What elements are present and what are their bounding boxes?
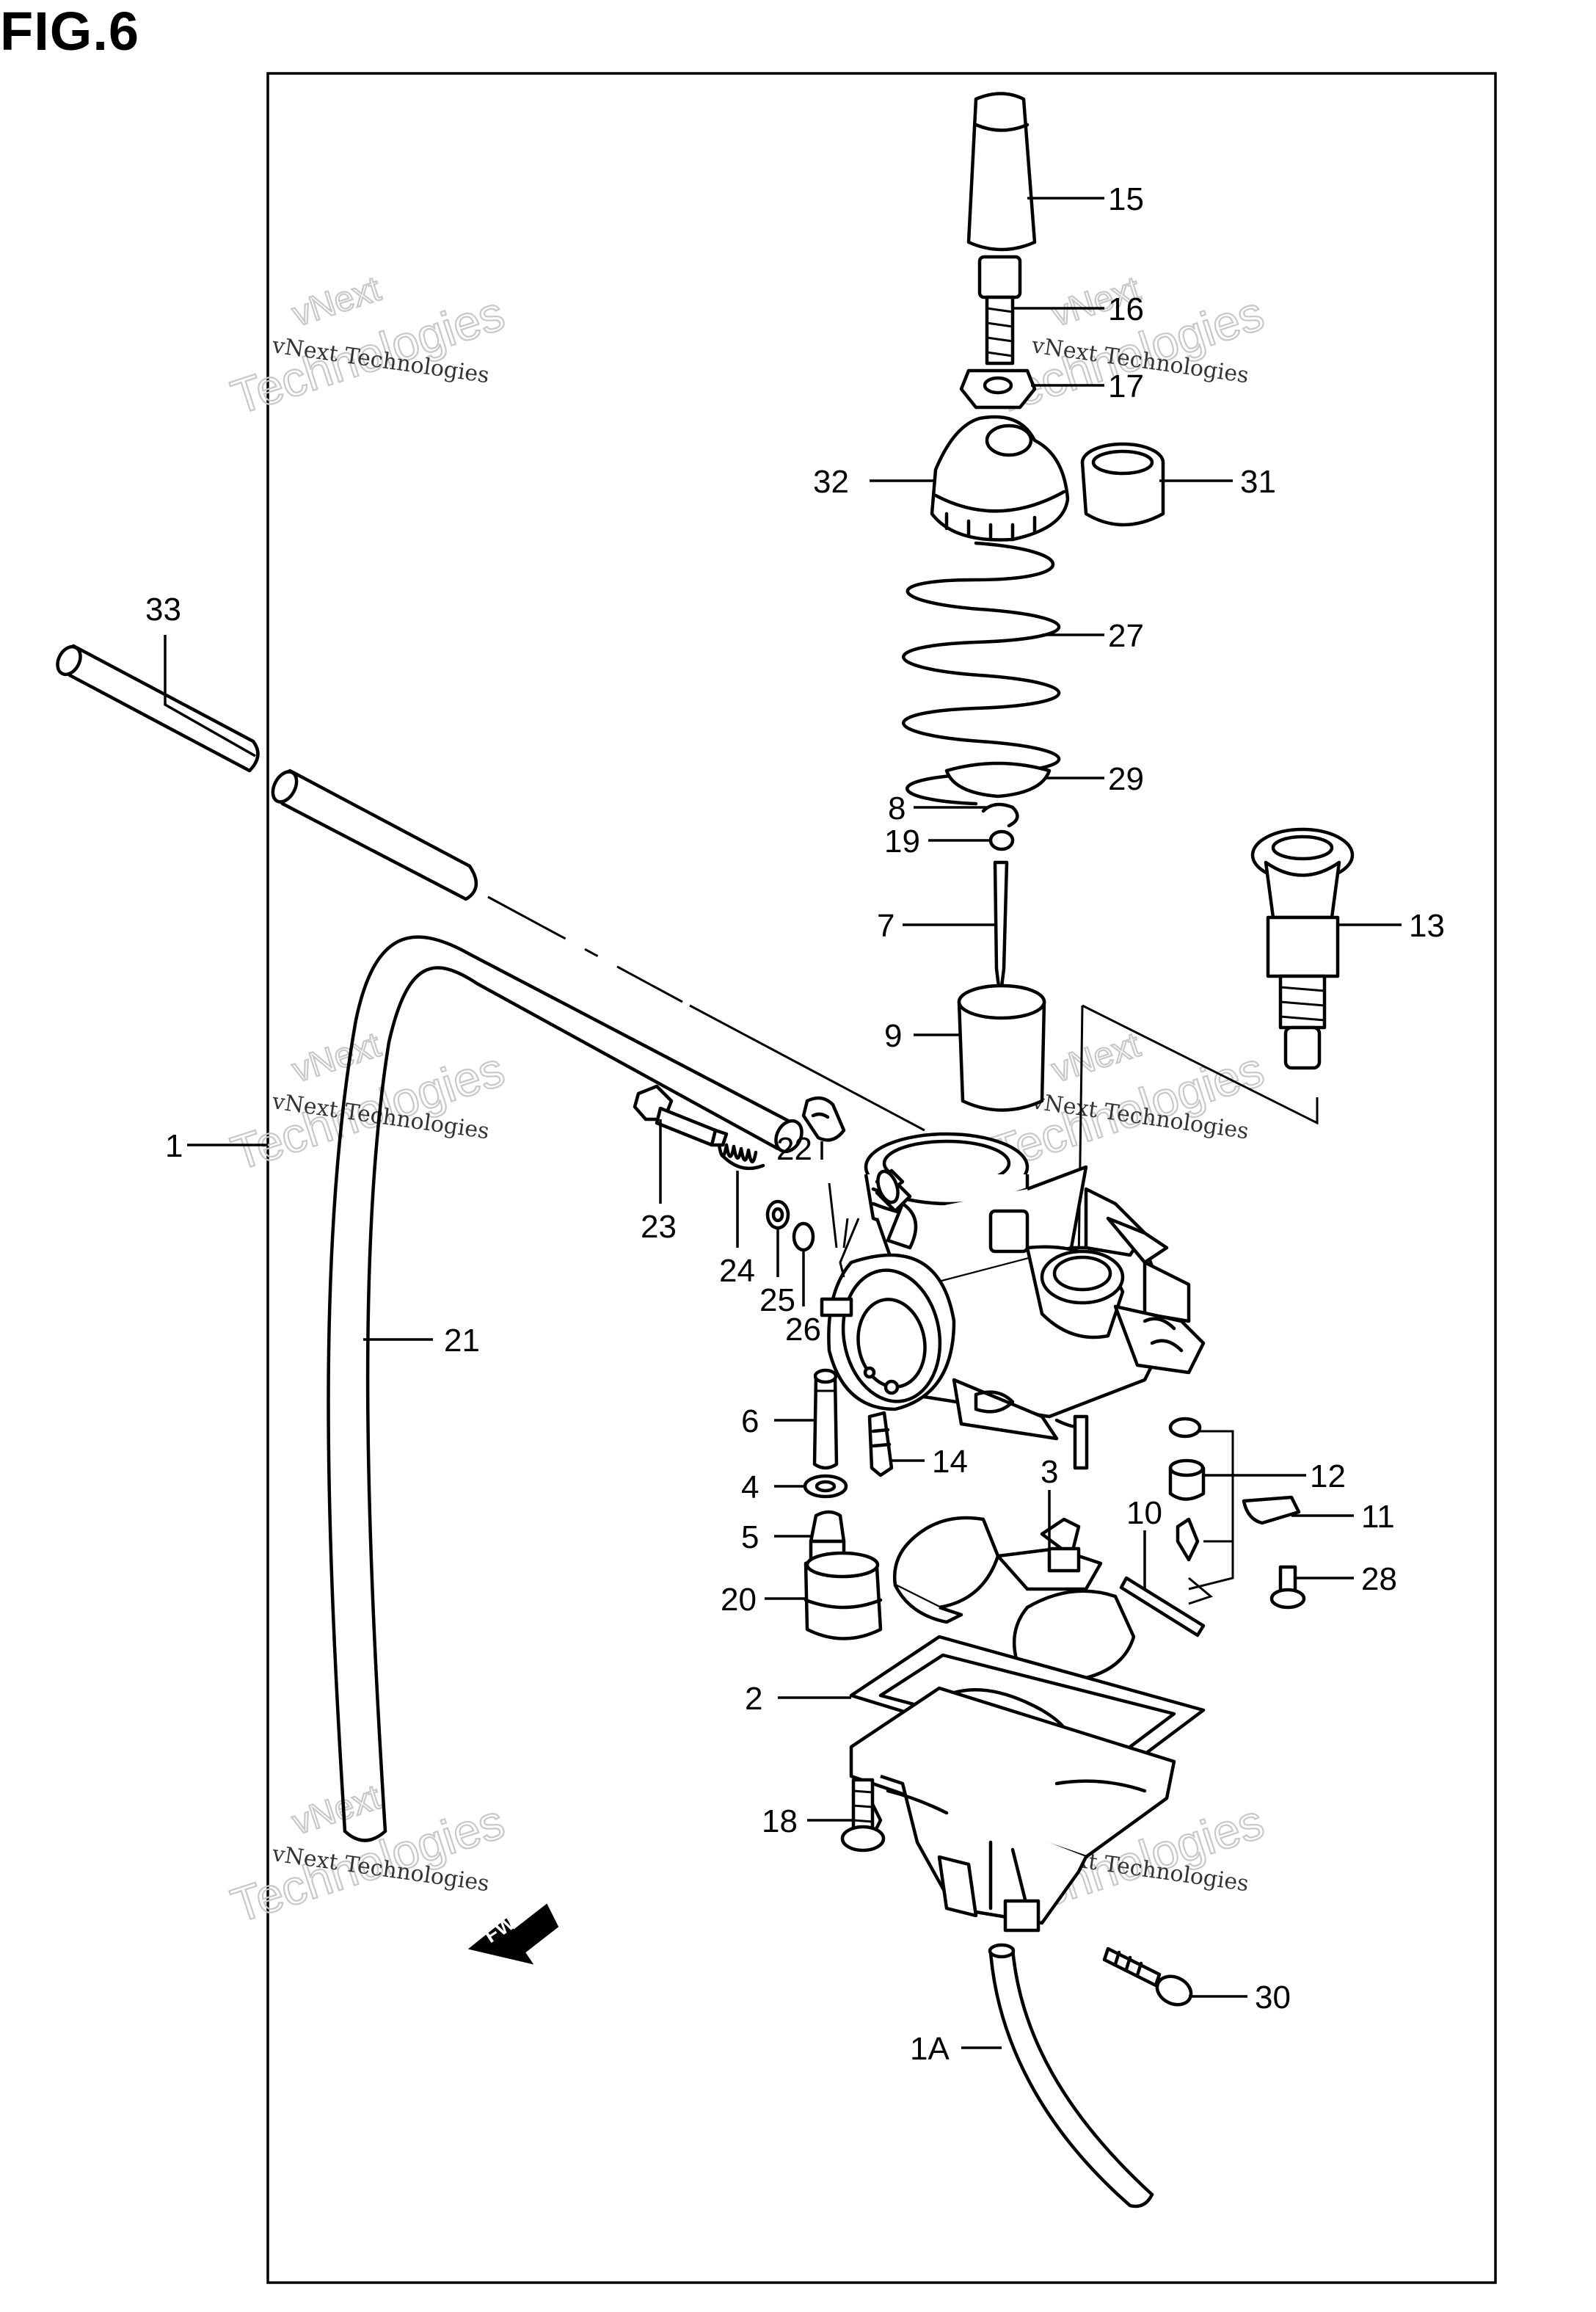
part-26-oring [792, 1221, 815, 1252]
callout-9: 9 [884, 1018, 902, 1054]
leader-lines [164, 197, 1402, 2049]
callout-2: 2 [745, 1681, 762, 1717]
callout-7: 7 [877, 908, 894, 944]
callout-labels: 15 16 17 32 31 27 29 8 19 7 9 13 33 1 21… [145, 181, 1445, 2067]
part-24-spring [717, 1143, 765, 1171]
diagram-frame [266, 72, 1497, 2284]
callout-15: 15 [1108, 181, 1144, 217]
part-14-pilot-jet [867, 1411, 894, 1477]
callout-16: 16 [1108, 291, 1144, 327]
callout-25: 25 [759, 1282, 795, 1318]
part-7-jet-needle [993, 860, 1009, 1000]
callout-18: 18 [762, 1803, 798, 1839]
forward-direction-marker: FWD [467, 1902, 559, 1965]
part-15-cap [966, 92, 1037, 252]
callout-5: 5 [741, 1519, 759, 1555]
part-31-seal [1080, 442, 1165, 527]
callout-1: 1 [165, 1128, 183, 1164]
part-28-screw [1269, 1565, 1306, 1610]
callout-23: 23 [641, 1209, 677, 1245]
part-9-throttle-valve [957, 984, 1046, 1112]
part-30-screw [1102, 1946, 1193, 2007]
callout-27: 27 [1108, 618, 1144, 654]
starter-guide-line [1077, 1004, 1319, 1263]
callout-22: 22 [776, 1131, 812, 1167]
callout-29: 29 [1108, 761, 1144, 797]
guide-line-22 [828, 1182, 849, 1248]
part-12-needle-valve [1168, 1417, 1206, 1562]
carburetor-body [820, 1132, 1206, 1470]
callout-31: 31 [1240, 464, 1276, 500]
callout-20: 20 [721, 1582, 757, 1618]
svg-text:vNext: vNext [288, 269, 385, 334]
part-float-chamber [849, 1686, 1176, 1933]
figure-title: FIG.6 [0, 1, 140, 62]
callout-4: 4 [741, 1469, 759, 1505]
part-19-washer [988, 829, 1015, 851]
part-18-screw [840, 1778, 886, 1853]
part-16-adjuster [977, 255, 1022, 366]
part-8-clip [981, 802, 1019, 828]
callout-32: 32 [813, 464, 849, 500]
callout-33: 33 [145, 592, 181, 628]
part-20-holder [804, 1551, 883, 1640]
callout-3: 3 [1041, 1454, 1058, 1490]
part-32-top-cap [930, 415, 1070, 542]
callout-21: 21 [444, 1323, 480, 1359]
part-4-washer [803, 1474, 848, 1499]
callout-12: 12 [1310, 1458, 1346, 1494]
part-25-washer [765, 1199, 790, 1230]
guide-arrow-12 [1188, 1577, 1214, 1605]
part-22-elbow [801, 1096, 846, 1142]
part-17-nut [959, 368, 1037, 410]
svg-text:vNext: vNext [288, 1778, 385, 1842]
part-vent-hose [271, 768, 925, 1132]
part-33-hose [56, 644, 260, 773]
callout-8: 8 [888, 790, 906, 826]
part-13-starter-plunger [1250, 827, 1355, 1070]
part-29-spring-seat [944, 761, 1052, 799]
callout-30: 30 [1255, 1980, 1291, 2015]
callout-14: 14 [932, 1444, 968, 1480]
callout-28: 28 [1361, 1561, 1397, 1597]
part-10-float-pin [1119, 1576, 1206, 1637]
callout-10: 10 [1126, 1495, 1162, 1531]
part-23-pilot-screw [633, 1084, 729, 1147]
forward-arrow-icon [467, 1903, 559, 1965]
part-1A-tube [988, 1943, 1154, 2209]
callout-6: 6 [741, 1403, 759, 1439]
callout-17: 17 [1108, 368, 1144, 404]
part-27-spring [902, 541, 1061, 806]
callout-11: 11 [1361, 1499, 1395, 1535]
guide-line-24-25 [839, 1218, 860, 1278]
part-21-tube [327, 935, 804, 1842]
callout-1A: 1A [910, 2031, 950, 2067]
guide-line-11-12 [1188, 1430, 1234, 1591]
svg-text:vNext: vNext [288, 1025, 385, 1090]
callout-13: 13 [1409, 908, 1445, 944]
callout-26: 26 [785, 1312, 821, 1348]
part-6-needle-jet [812, 1368, 839, 1470]
callout-19: 19 [884, 824, 920, 859]
callout-24: 24 [719, 1253, 755, 1289]
part-11-clip [1242, 1495, 1301, 1525]
svg-text:vNext: vNext [1047, 1025, 1145, 1090]
